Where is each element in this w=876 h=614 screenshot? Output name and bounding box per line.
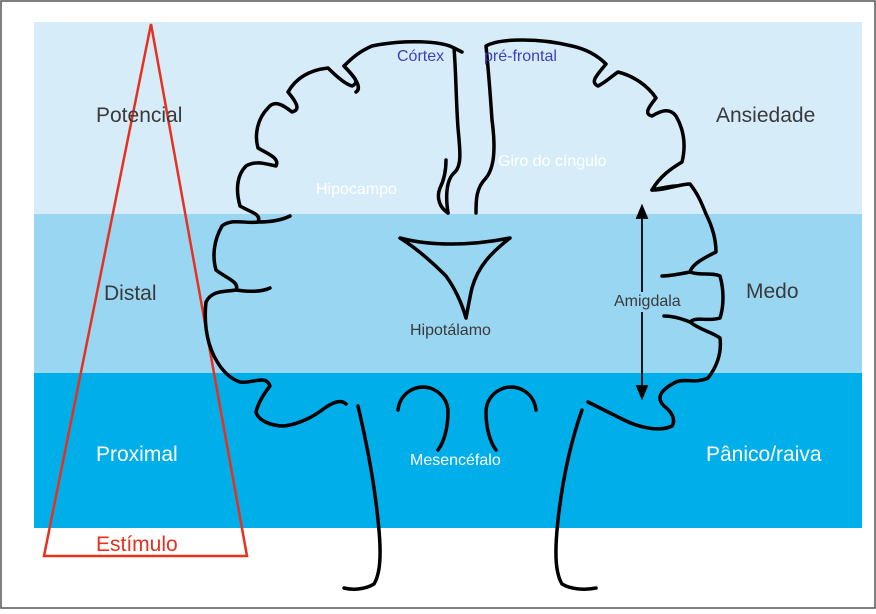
label-distal: Distal xyxy=(104,282,157,306)
label-potencial: Potencial xyxy=(96,104,182,128)
label-hipocampo: Hipocampo xyxy=(316,181,397,199)
label-giro-cingulo: Giro do cíngulo xyxy=(498,153,607,171)
label-mesencefalo: Mesencéfalo xyxy=(410,452,501,470)
label-medo: Medo xyxy=(746,280,799,304)
label-amigdala: Amigdala xyxy=(612,292,683,312)
label-panico-raiva: Pânico/raiva xyxy=(706,443,822,467)
label-cortex: Córtex xyxy=(397,48,444,66)
band-distal xyxy=(34,214,862,373)
label-hipotalamo: Hipotálamo xyxy=(410,322,491,340)
label-estimulo: Estímulo xyxy=(96,533,178,557)
label-proximal: Proximal xyxy=(96,443,178,467)
label-ansiedade: Ansiedade xyxy=(716,104,815,128)
label-pre-frontal: pré-frontal xyxy=(484,48,557,66)
